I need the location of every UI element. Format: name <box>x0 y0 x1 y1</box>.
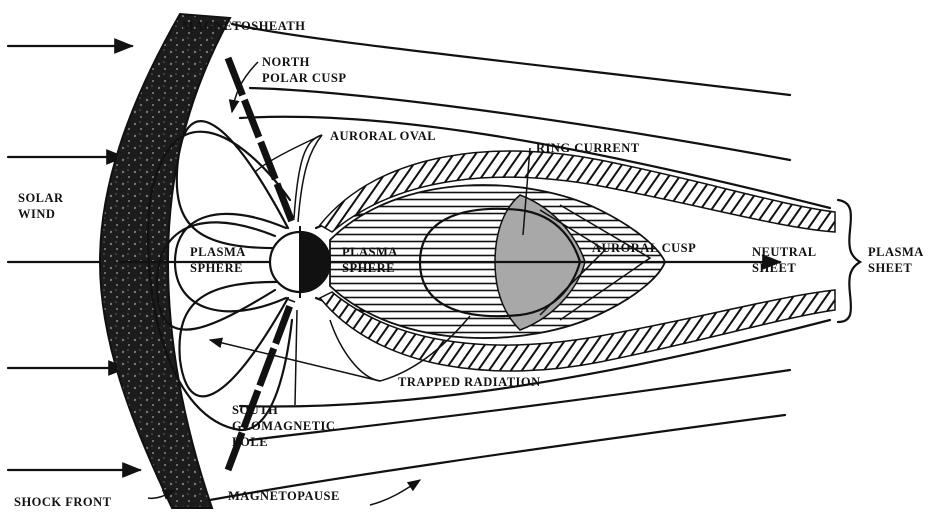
magnetopause-label: MAGNETOPAUSE <box>228 489 340 503</box>
ring-current-label: RING CURRENT <box>536 141 640 155</box>
plasma-sphere-right-label: PLASMA <box>342 245 398 259</box>
earth <box>270 226 330 298</box>
solar-wind-label: SOLAR <box>18 191 64 205</box>
solar-wind-label-2: WIND <box>18 207 55 221</box>
north-polar-cusp-label-2: POLAR CUSP <box>262 71 347 85</box>
trapped-radiation-label: TRAPPED RADIATION <box>398 375 541 389</box>
north-polar-cusp-label: NORTH <box>262 55 310 69</box>
south-pole-label-2: GEOMAGNETIC <box>232 419 335 433</box>
plasma-sphere-right-label-2: SPHERE <box>342 261 395 275</box>
shock-front-label: SHOCK FRONT <box>14 495 112 509</box>
neutral-sheet-label: NEUTRAL <box>752 245 817 259</box>
plasma-sheet-brace <box>838 200 860 322</box>
south-pole-label-3: POLE <box>232 435 268 449</box>
magnetosheath-label: MAGNETOSHEATH <box>182 19 305 33</box>
plasma-sphere-left-label: PLASMA <box>190 245 246 259</box>
plasma-sphere-left-label-2: SPHERE <box>190 261 243 275</box>
auroral-cusp-label: AURORAL CUSP <box>592 241 696 255</box>
auroral-oval-label: AURORAL OVAL <box>330 129 436 143</box>
south-pole-label: SOUTH <box>232 403 278 417</box>
neutral-sheet-label-2: SHEET <box>752 261 796 275</box>
plasma-sheet-label-2: SHEET <box>868 261 912 275</box>
plasma-sheet-label: PLASMA <box>868 245 924 259</box>
